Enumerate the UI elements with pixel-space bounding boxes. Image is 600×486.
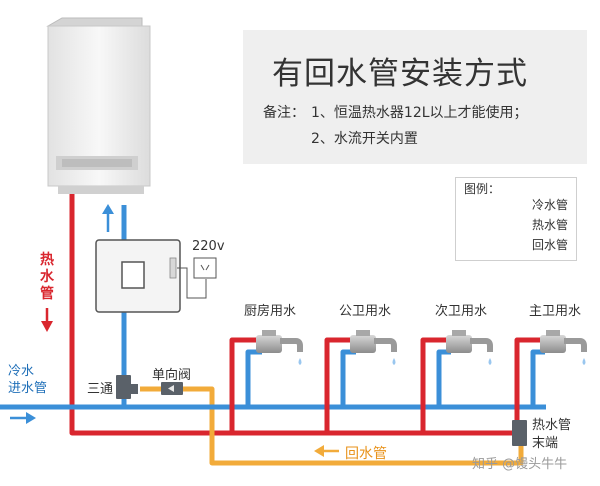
legend: [455, 177, 577, 261]
voltage-label: 220v: [192, 239, 225, 254]
hot-end-label-line1: 热水管: [532, 418, 572, 433]
legend-label-return: 回水管: [532, 238, 569, 252]
outlet-label-kitchen: 厨房用水: [244, 304, 297, 319]
power-socket: [177, 257, 217, 299]
return-pipe: [140, 386, 524, 466]
hot-end-fitting: [512, 420, 527, 446]
return-flow-arrowhead: [314, 445, 324, 457]
cold-inlet-arrowhead: [26, 412, 36, 424]
note-line-2: 2、水流开关内置: [311, 131, 418, 147]
legend-label-hot: 热水管: [532, 218, 569, 232]
outlet-label-master-bathroom: 主卫用水: [529, 304, 582, 319]
cold-inlet-label-line2: 进水管: [8, 381, 48, 396]
page-title: 有回水管安装方式: [272, 56, 528, 92]
title-panel: [243, 30, 587, 164]
faucet-icon: [540, 330, 587, 365]
tee-label: 三通: [87, 382, 114, 397]
fixture-pipes: [229, 337, 545, 433]
outlet-label-second-bathroom: 次卫用水: [435, 304, 488, 319]
faucet-icon: [446, 330, 493, 365]
check-valve-label: 单向阀: [152, 368, 192, 383]
hot-water-vertical-label: 热水管: [40, 252, 54, 302]
check-valve: [161, 382, 183, 395]
cold-up-arrowhead: [102, 204, 114, 214]
legend-label-cold: 冷水管: [532, 198, 569, 212]
water-heater: [46, 17, 151, 194]
legend-title: 图例：: [464, 182, 501, 196]
tee-fitting: [116, 375, 138, 399]
hot-flow-down-arrowhead: [41, 321, 53, 332]
notes-prefix: 备注：: [263, 105, 305, 121]
hot-pipe-main: [69, 194, 520, 436]
watermark: 知乎 @馒头牛牛: [472, 457, 568, 472]
cold-inlet-label-line1: 冷水: [8, 364, 35, 379]
circulation-pump: [95, 239, 181, 313]
hot-end-label-line2: 末端: [532, 436, 559, 451]
outlet-label-public-bathroom: 公卫用水: [339, 304, 392, 319]
faucet-icon: [350, 330, 397, 365]
return-pipe-label: 回水管: [345, 446, 387, 462]
note-line-1: 1、恒温热水器12L以上才能使用；: [311, 105, 528, 121]
faucet-icon: [256, 330, 303, 365]
